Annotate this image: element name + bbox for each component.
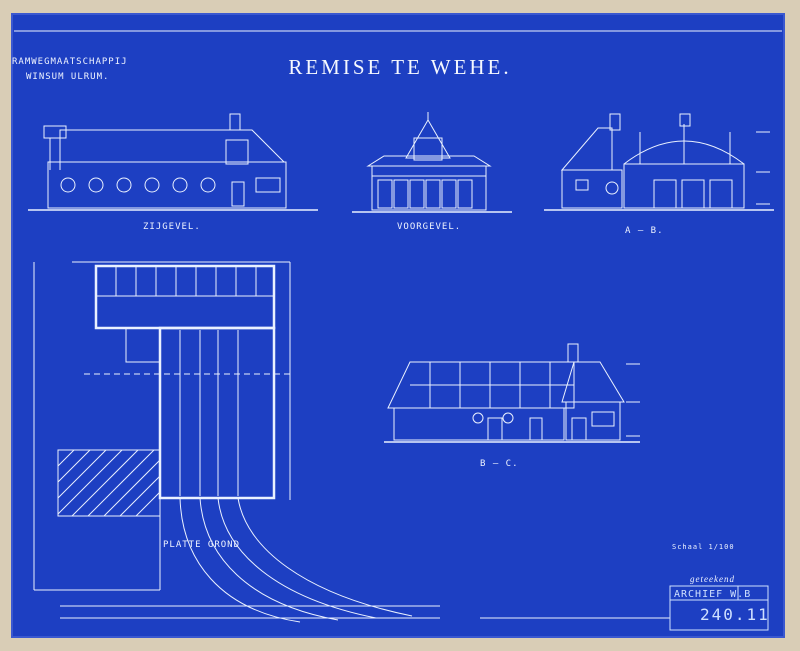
front-elevation-label: VOORGEVEL. <box>397 222 462 232</box>
signature: geteekend <box>690 574 735 584</box>
company-name-line2: WINSUM ULRUM. <box>26 72 110 82</box>
section-bc-drawing <box>384 343 640 443</box>
floor-plan-label: PLATTE GROND <box>163 540 241 550</box>
hatched-area <box>57 449 161 517</box>
side-elevation-drawing <box>28 113 318 211</box>
section-bc-label: B — C. <box>480 459 519 469</box>
scale-note: Schaal 1/100 <box>672 543 735 551</box>
company-name-line1: RAMWEGMAATSCHAPPIJ <box>12 57 128 67</box>
floor-plan-drawing <box>33 261 413 623</box>
blueprint-field <box>12 14 784 637</box>
front-elevation-drawing <box>352 112 512 213</box>
side-elevation-label: ZIJGEVEL. <box>143 222 201 232</box>
archive-stamp <box>669 585 769 631</box>
drawing-title: REMISE TE WEHE. <box>288 55 512 79</box>
section-ab-drawing <box>544 113 774 211</box>
archive-stamp-label: ARCHIEF W.B <box>674 589 752 600</box>
archive-number: 240.11 <box>700 605 770 624</box>
section-ab-label: A — B. <box>625 226 664 236</box>
